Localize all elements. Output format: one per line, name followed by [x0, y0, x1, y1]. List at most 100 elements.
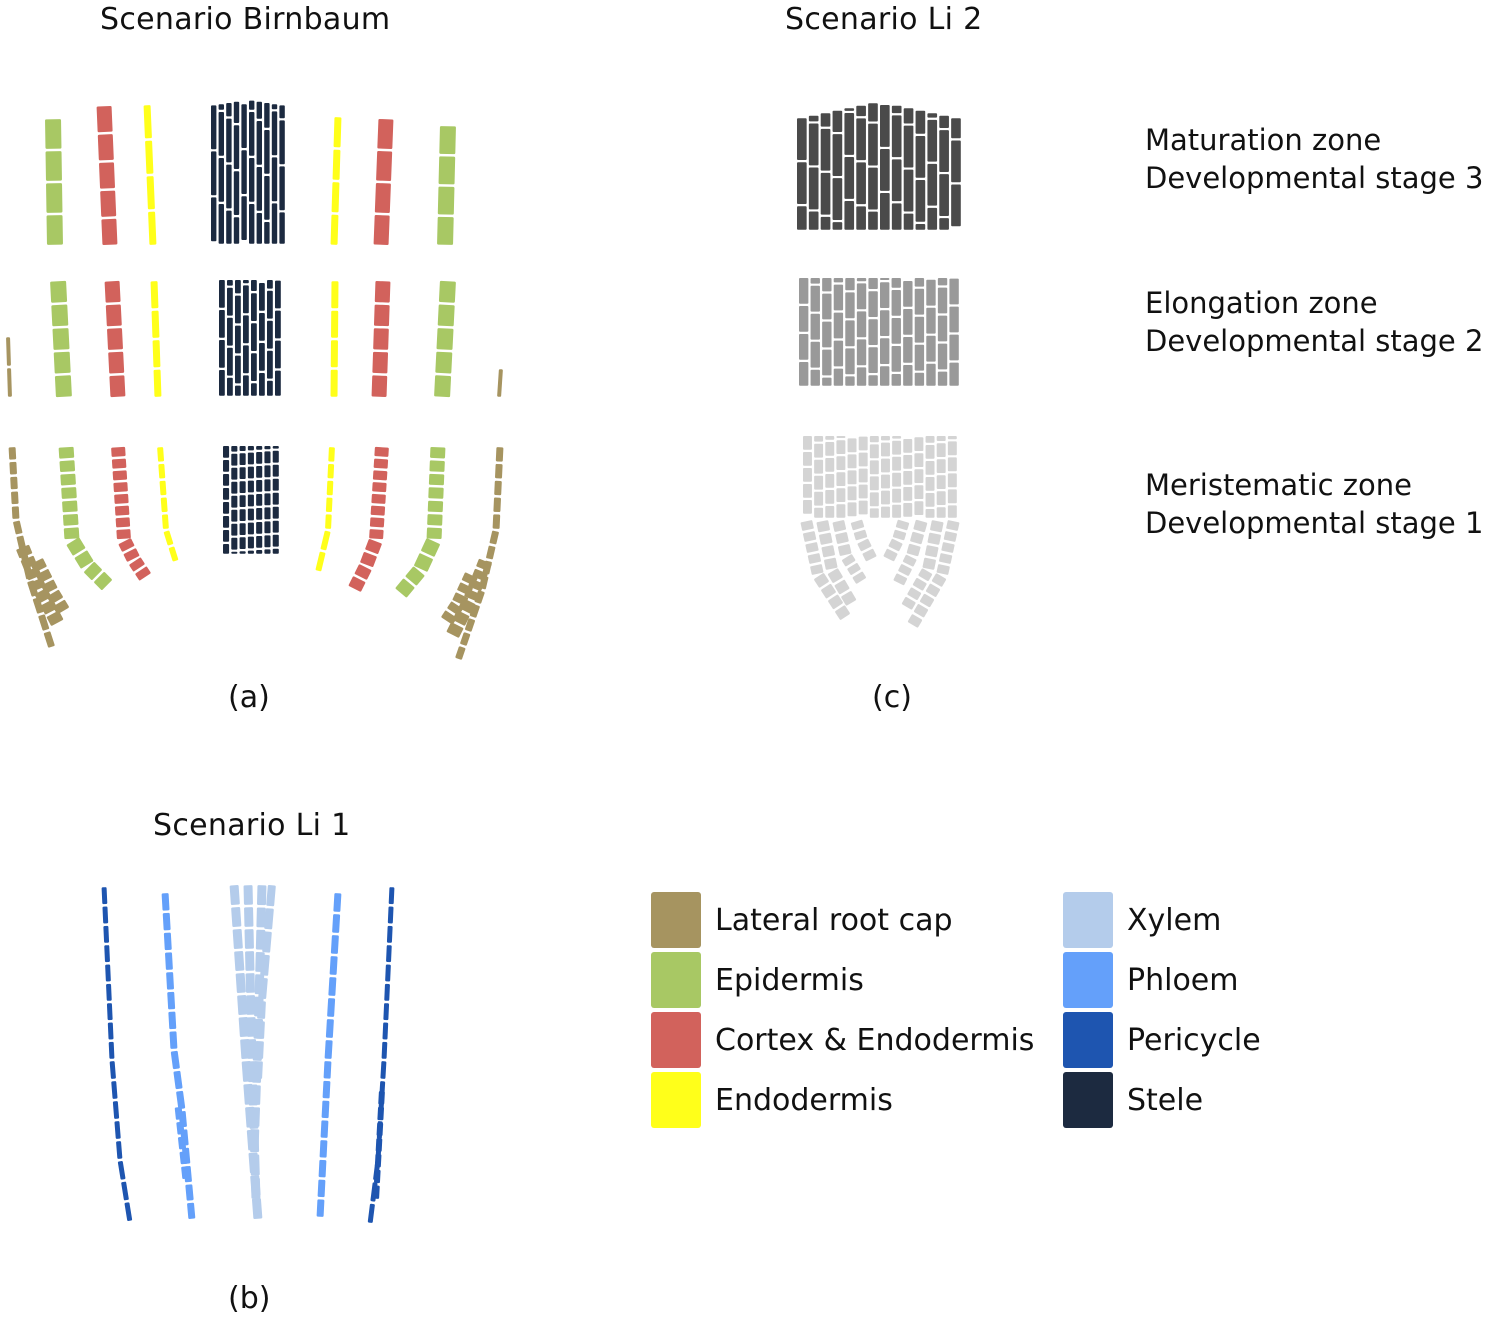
cell: [825, 506, 835, 518]
cell: [858, 468, 868, 483]
endodermis-file: [157, 447, 179, 562]
cell: [869, 508, 879, 518]
cell: [16, 535, 26, 550]
cell: [862, 548, 877, 562]
zone-name: Elongation zone: [1145, 286, 1378, 320]
cell: [332, 149, 341, 180]
cell: [856, 206, 866, 230]
cell: [256, 536, 263, 548]
cell: [241, 196, 247, 240]
cell: [836, 472, 846, 486]
cell: [825, 458, 835, 472]
cell: [892, 440, 902, 455]
cell: [912, 578, 927, 591]
cell: [243, 885, 253, 905]
cell: [914, 316, 925, 343]
cell: [810, 278, 820, 284]
cell: [114, 505, 130, 516]
cell: [880, 105, 890, 147]
cell: [868, 103, 878, 122]
cell: [816, 520, 830, 533]
cell: [868, 211, 878, 230]
epidermis-file: [437, 126, 456, 245]
cell: [166, 972, 174, 990]
cell: [41, 579, 58, 594]
cell: [129, 557, 145, 572]
cell: [803, 484, 812, 498]
cell: [46, 183, 63, 213]
cell: [820, 172, 831, 215]
cell: [429, 460, 445, 472]
cell: [231, 523, 238, 536]
cell: [947, 489, 957, 504]
cell: [168, 1011, 177, 1030]
cell: [226, 164, 232, 209]
cell: [891, 115, 902, 158]
lateral-root-cap-file: [497, 369, 503, 397]
cell: [926, 335, 936, 362]
cell: [249, 204, 255, 244]
cell: [374, 281, 391, 303]
cell: [936, 475, 946, 489]
cell: [272, 492, 279, 505]
cell: [892, 488, 902, 503]
cell: [247, 522, 254, 535]
cell: [913, 604, 929, 618]
cell: [157, 447, 165, 462]
cell: [272, 446, 279, 449]
cell: [218, 204, 224, 244]
cell: [922, 557, 936, 570]
cell: [243, 345, 249, 374]
meristematic-zone-file: [883, 519, 910, 562]
cortex-file: [96, 105, 118, 246]
cell: [264, 176, 270, 220]
cell: [803, 452, 812, 466]
cell: [925, 545, 939, 558]
cell: [852, 571, 867, 584]
cell: [143, 105, 152, 139]
cell: [264, 549, 271, 554]
cell: [243, 280, 249, 284]
cell: [375, 1138, 383, 1152]
cell: [316, 1199, 325, 1217]
cell: [919, 593, 935, 608]
endodermis-file: [150, 281, 162, 397]
cell: [903, 213, 914, 230]
cell: [405, 566, 425, 586]
cell: [883, 548, 898, 562]
cell: [239, 537, 246, 549]
panel-c-title: Scenario Li 2: [785, 2, 983, 37]
cell: [264, 507, 271, 520]
cell: [47, 589, 63, 605]
cell: [903, 125, 914, 168]
legend-swatch: [1063, 1012, 1113, 1068]
cell: [858, 436, 868, 451]
cell: [414, 553, 433, 572]
cell: [880, 193, 890, 230]
cell: [951, 184, 961, 227]
cell: [272, 464, 279, 477]
cell: [892, 456, 902, 471]
cell: [264, 521, 271, 534]
cell: [114, 1121, 121, 1139]
zone-stage: Developmental stage 1: [1145, 506, 1484, 540]
cell: [918, 568, 933, 581]
cell: [901, 597, 916, 610]
cell: [427, 500, 444, 513]
cell: [903, 337, 913, 363]
cell: [836, 456, 846, 470]
cell: [148, 211, 157, 245]
cell: [46, 215, 63, 245]
cell: [891, 318, 901, 344]
cell: [844, 157, 855, 199]
cell: [939, 553, 953, 564]
cell: [231, 446, 238, 452]
cell: [239, 467, 246, 479]
cell: [914, 501, 924, 515]
cell: [936, 443, 946, 457]
cell: [825, 490, 835, 504]
cell: [880, 310, 890, 336]
cell: [853, 529, 868, 541]
cell: [317, 1179, 326, 1198]
cell: [232, 929, 243, 949]
